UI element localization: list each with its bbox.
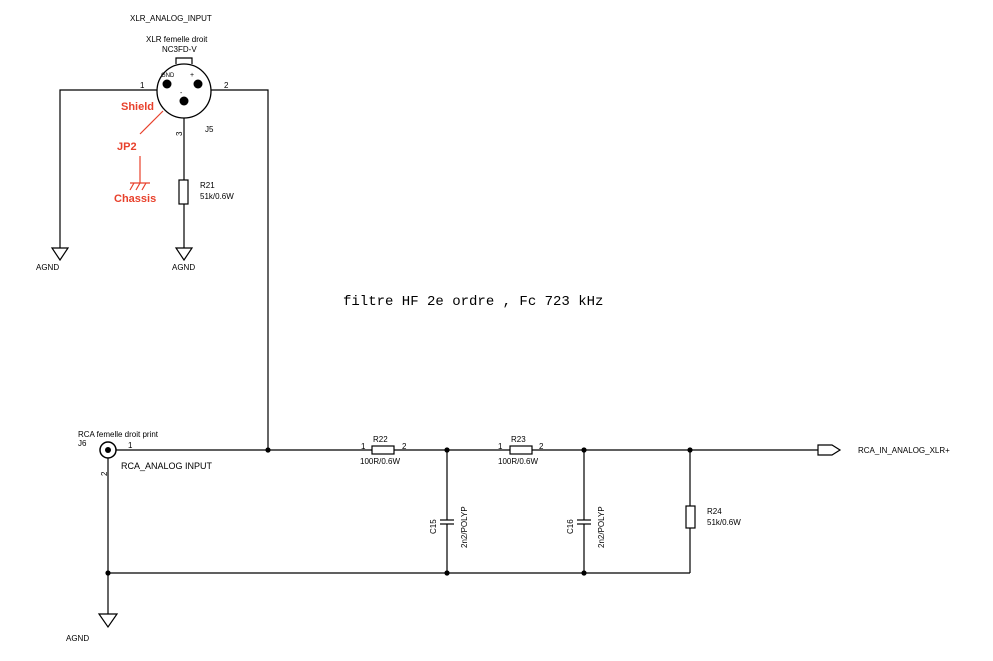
junction-dot — [105, 570, 111, 576]
junction-dot — [265, 447, 271, 453]
chassis-label: Chassis — [114, 193, 156, 205]
agnd-symbol-bottom — [97, 613, 119, 629]
c16-ref: C16 — [566, 519, 575, 534]
agnd-label-left: AGND — [36, 263, 59, 272]
rca-pin2-number: 2 — [100, 471, 109, 476]
rca-connector-symbol — [99, 441, 117, 459]
shield-label: Shield — [121, 101, 154, 113]
r21-value: 51k/0.6W — [200, 192, 234, 201]
xlr-pin2-wire — [211, 89, 269, 450]
r24-value: 51k/0.6W — [707, 518, 741, 527]
output-port-symbol — [817, 444, 842, 456]
c15-ref: C15 — [429, 519, 438, 534]
agnd-symbol-left — [50, 247, 70, 262]
xlr-pin1-number: 1 — [140, 81, 145, 90]
r22-value: 100R/0.6W — [360, 457, 400, 466]
junction-dot — [581, 570, 587, 576]
xlr-pin1-wire — [59, 89, 157, 248]
rca-net-name: RCA_ANALOG INPUT — [121, 461, 213, 471]
r22-pin1: 1 — [361, 442, 366, 451]
r24-resistor — [685, 505, 696, 529]
chassis-ground-symbol — [129, 182, 150, 191]
xlr-part-number: NC3FD-V — [162, 45, 197, 54]
xlr-pin-gnd-label: GND — [161, 73, 175, 79]
agnd-symbol-center — [174, 247, 194, 262]
xlr-ref: J5 — [205, 125, 214, 134]
xlr-pin3-number: 3 — [175, 131, 184, 136]
r21-ref: R21 — [200, 181, 215, 190]
xlr-connector-symbol — [156, 57, 212, 119]
r23-pin2: 2 — [539, 442, 544, 451]
shield-wire — [139, 110, 164, 135]
xlr-pin2-number: 2 — [224, 81, 229, 90]
r23-pin1: 1 — [498, 442, 503, 451]
r23-resistor — [509, 445, 533, 455]
jp2-label: JP2 — [117, 141, 137, 153]
agnd-label-center: AGND — [172, 263, 195, 272]
r22-pin2: 2 — [402, 442, 407, 451]
r22-ref: R22 — [373, 435, 388, 444]
rca-description: RCA femelle droit print — [78, 430, 159, 439]
xlr-pin-plus-label: + — [190, 72, 194, 79]
junction-dot — [444, 570, 450, 576]
c16-capacitor — [577, 450, 591, 573]
c15-capacitor — [440, 450, 454, 573]
output-net-name: RCA_IN_ANALOG_XLR+ — [858, 446, 950, 455]
xlr-pin-minus-label: - — [180, 90, 183, 97]
r24-ref: R24 — [707, 507, 722, 516]
r23-ref: R23 — [511, 435, 526, 444]
r23-value: 100R/0.6W — [498, 457, 538, 466]
c16-value: 2n2/POLYP — [597, 506, 606, 548]
r22-resistor — [371, 445, 395, 455]
xlr-net-name: XLR_ANALOG_INPUT — [130, 14, 212, 23]
agnd-label-bottom: AGND — [66, 634, 89, 643]
xlr-description: XLR femelle droit — [146, 35, 208, 44]
c15-value: 2n2/POLYP — [460, 506, 469, 548]
r21-resistor — [178, 179, 189, 205]
filter-note: filtre HF 2e ordre , Fc 723 kHz — [343, 294, 603, 310]
rca-ref: J6 — [78, 439, 87, 448]
rca-pin1-number: 1 — [128, 441, 133, 450]
